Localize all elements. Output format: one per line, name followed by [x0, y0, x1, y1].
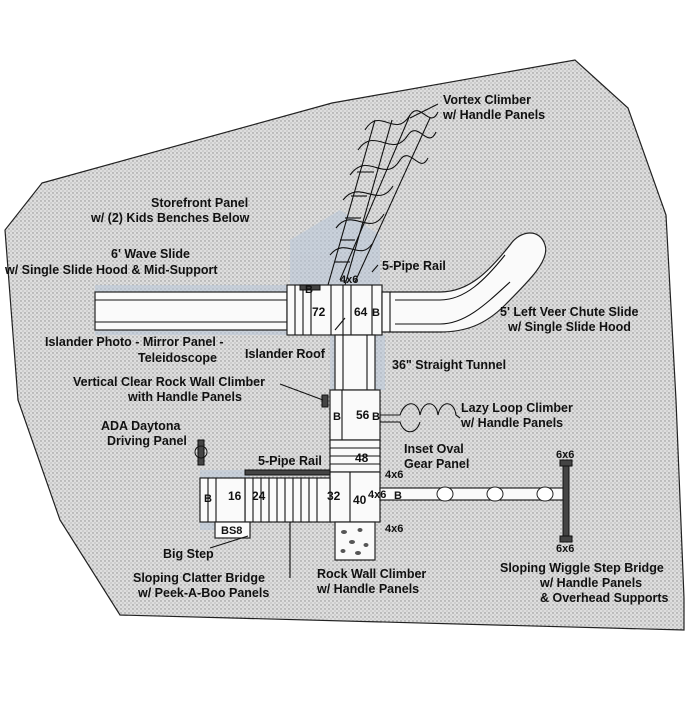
deck-mark-72: 72	[312, 305, 326, 319]
label-storefront-2: w/ (2) Kids Benches Below	[90, 211, 250, 225]
callout-labels: Vortex Climber w/ Handle Panels Storefro…	[4, 93, 669, 605]
deck-mark-b-2: B	[372, 307, 380, 319]
deck-mark-24: 24	[252, 489, 266, 503]
label-rock-wall-clear-2: with Handle Panels	[127, 390, 242, 404]
lazy-loop-climber	[380, 403, 461, 433]
deck-mark-b-5: B	[204, 493, 212, 505]
wave-slide	[94, 291, 288, 331]
label-islander-photo-2: Teleidoscope	[138, 351, 217, 365]
label-wiggle-bridge-3: & Overhead Supports	[540, 591, 669, 605]
label-rock-wall-clear: Vertical Clear Rock Wall Climber	[73, 375, 265, 389]
label-wiggle-bridge-2: w/ Handle Panels	[539, 576, 642, 590]
post-mark-4x6-3: 4x6	[368, 489, 386, 501]
deck-16	[199, 477, 251, 539]
label-wiggle-bridge: Sloping Wiggle Step Bridge	[500, 561, 664, 575]
rock-wall-climber	[334, 521, 376, 561]
label-ada-daytona-2: Driving Panel	[107, 434, 187, 448]
deck-mark-16: 16	[228, 489, 242, 503]
label-big-step: Big Step	[163, 547, 214, 561]
label-clatter-bridge: Sloping Clatter Bridge	[133, 571, 265, 585]
label-lazy-loop: Lazy Loop Climber	[461, 401, 573, 415]
label-tunnel: 36" Straight Tunnel	[392, 358, 506, 372]
deck-marks: 72 64 56 48 40 32 24 16 BS8 B B B B B B …	[204, 274, 574, 555]
label-storefront: Storefront Panel	[151, 196, 248, 210]
label-ada-daytona: ADA Daytona	[101, 419, 181, 433]
label-inset-oval: Inset Oval	[404, 442, 464, 456]
post-mark-6x6-1: 6x6	[556, 449, 574, 461]
label-inset-oval-2: Gear Panel	[404, 457, 469, 471]
deck-56	[321, 389, 381, 441]
label-pipe-rail-top: 5-Pipe Rail	[382, 259, 446, 273]
ada-daytona-panel	[194, 439, 208, 466]
label-vortex: Vortex Climber	[443, 93, 531, 107]
label-chute-slide: 5' Left Veer Chute Slide	[500, 305, 638, 319]
deck-mark-40: 40	[353, 493, 367, 507]
deck-mark-56: 56	[356, 408, 370, 422]
deck-mark-b-1: B	[305, 284, 313, 296]
chute-slide	[381, 232, 547, 333]
post-mark-6x6-2: 6x6	[556, 543, 574, 555]
label-pipe-rail-mid: 5-Pipe Rail	[258, 454, 322, 468]
post-mark-4x6-2: 4x6	[385, 469, 403, 481]
post-mark-4x6-1: 4x6	[340, 274, 358, 286]
label-vortex-2: w/ Handle Panels	[442, 108, 545, 122]
deck-mark-bs8: BS8	[221, 525, 242, 537]
label-wave-slide: 6' Wave Slide	[111, 247, 190, 261]
label-islander-photo: Islander Photo - Mirror Panel -	[45, 335, 224, 349]
label-lazy-loop-2: w/ Handle Panels	[460, 416, 563, 430]
label-rock-wall-climber-2: w/ Handle Panels	[316, 582, 419, 596]
deck-48	[329, 439, 381, 473]
post-mark-4x6-4: 4x6	[385, 523, 403, 535]
deck-mark-48: 48	[355, 451, 369, 465]
vortex-climber	[327, 110, 439, 286]
clatter-bridge	[244, 469, 331, 523]
label-chute-slide-2: w/ Single Slide Hood	[507, 320, 631, 334]
deck-mark-b-6: B	[394, 490, 402, 502]
deck-mark-64: 64	[354, 305, 368, 319]
wiggle-step-bridge	[379, 459, 573, 543]
deck-40	[329, 471, 381, 523]
leader-lines	[209, 103, 439, 578]
label-clatter-bridge-2: w/ Peek-A-Boo Panels	[137, 586, 269, 600]
label-islander-roof: Islander Roof	[245, 347, 326, 361]
top-deck	[286, 284, 383, 336]
label-rock-wall-climber: Rock Wall Climber	[317, 567, 426, 581]
deck-mark-b-4: B	[372, 411, 380, 423]
deck-mark-b-3: B	[333, 411, 341, 423]
label-wave-slide-2: w/ Single Slide Hood & Mid-Support	[4, 263, 218, 277]
deck-mark-32: 32	[327, 489, 341, 503]
straight-tunnel	[334, 334, 376, 391]
